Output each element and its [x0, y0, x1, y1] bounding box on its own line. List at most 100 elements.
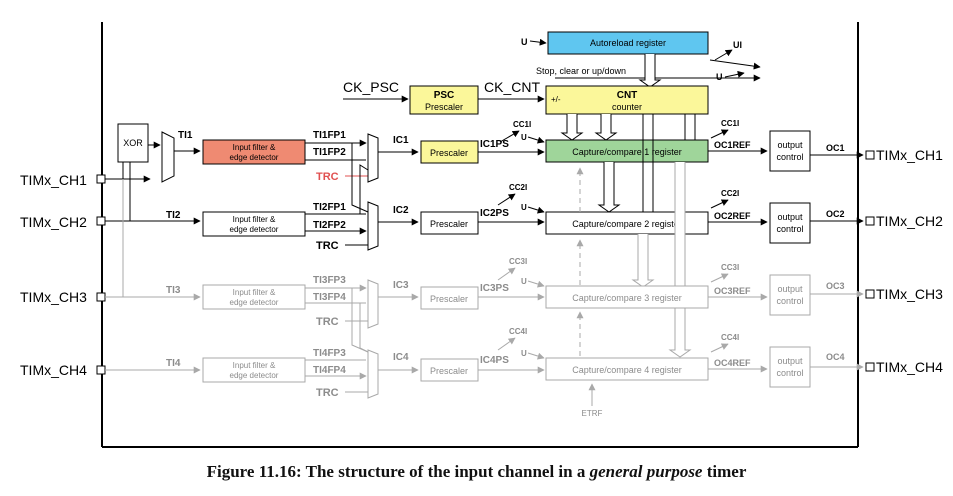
channel-4: TI4 Input filter & edge detector TI4FP3 …: [105, 288, 943, 418]
ti1-mux: [161, 131, 175, 183]
u-update-label: U: [716, 72, 723, 82]
ti4-label: TI4: [166, 358, 181, 369]
ck-psc-label: CK_PSC: [343, 79, 399, 95]
oc3-label: OC3: [826, 281, 845, 291]
ic1-mux: [367, 133, 379, 183]
ti2fp2-label: TI2FP2: [313, 220, 346, 231]
trc-red-label: TRC: [316, 171, 339, 183]
ch3-filter-line2: edge detector: [230, 298, 279, 307]
cc3i-out-label: CC3I: [721, 263, 739, 272]
cc2i-out-label: CC2I: [721, 189, 739, 198]
oc1-label: OC1: [826, 143, 845, 153]
ti3fp4-label: TI3FP4: [313, 292, 346, 303]
stop-clear-label: Stop, clear or up/down: [536, 66, 626, 76]
cnt-plus-minus: +/-: [551, 95, 561, 104]
autoreload-register-box: [547, 31, 709, 55]
ch1-prescaler-label: Prescaler: [430, 148, 468, 158]
ch2-u-label: U: [521, 203, 527, 212]
counter-section: Autoreload register U UI Stop, clear or …: [343, 31, 761, 115]
ti2-label: TI2: [166, 210, 181, 221]
input-pins: TIMx_CH1 TIMx_CH2 TIMx_CH3 TIMx_CH4: [20, 172, 106, 378]
pin-ch3: TIMx_CH3: [20, 289, 87, 305]
oc2-label: OC2: [826, 209, 845, 219]
ch1-filter-line1: Input filter &: [233, 143, 276, 152]
ic3ps-label: IC3PS: [480, 283, 509, 294]
xor-label: XOR: [123, 138, 143, 148]
oc1-line2: control: [776, 152, 803, 162]
ic1-label: IC1: [393, 135, 409, 146]
cc1i-out-label: CC1I: [721, 119, 739, 128]
ck-cnt-label: CK_CNT: [484, 79, 540, 95]
ic3-mux: [367, 279, 379, 329]
cc4i-label: CC4I: [509, 327, 527, 336]
out-pin-ch1: TIMx_CH1: [876, 147, 943, 163]
autoreload-to-cnt-arrow: [638, 54, 662, 88]
oc1-line1: output: [777, 140, 803, 150]
autoreload-register-label: Autoreload register: [590, 38, 666, 48]
ti2fp1-label: TI2FP1: [313, 202, 346, 213]
ui-label: UI: [733, 40, 742, 50]
ic3-label: IC3: [393, 280, 409, 291]
oc2-line1: output: [777, 212, 803, 222]
cc1-register-label: Capture/compare 1 register: [572, 147, 682, 157]
ch4-filter-line1: Input filter &: [233, 361, 276, 370]
ic2-label: IC2: [393, 205, 409, 216]
caption-emphasis: general purpose: [589, 462, 703, 481]
ch2-input-filter: [202, 211, 306, 237]
psc-prescaler-box: [409, 85, 479, 115]
autoreload-u-label: U: [521, 37, 528, 47]
xor-box: [117, 123, 149, 163]
ch2-filter-line2: edge detector: [230, 225, 279, 234]
ch2-filter-line1: Input filter &: [233, 215, 276, 224]
cc2i-label: CC2I: [509, 183, 527, 192]
ic1ps-label: IC1PS: [480, 139, 509, 150]
cc3-register-label: Capture/compare 3 register: [572, 293, 682, 303]
psc-subtitle: Prescaler: [425, 102, 463, 112]
figure-caption: Figure 11.16: The structure of the input…: [0, 462, 953, 482]
ch2-prescaler: [420, 211, 479, 235]
cc2-register-label: Capture/compare 2 register: [572, 219, 682, 229]
cc3i-label: CC3I: [509, 257, 527, 266]
ti1-label: TI1: [178, 130, 193, 141]
oc4-line1: output: [777, 356, 803, 366]
ch1-u-label: U: [521, 133, 527, 142]
ti1fp1-label: TI1FP1: [313, 130, 346, 141]
cnt-counter-box: [545, 85, 709, 115]
oc3-output-control: [769, 274, 811, 316]
oc1ref-label: OC1REF: [714, 140, 751, 150]
cnt-register-links-gray: [576, 162, 692, 358]
ti1fp2-label: TI1FP2: [313, 147, 346, 158]
timer-boundary: [101, 22, 859, 448]
ch3-prescaler: [420, 286, 479, 310]
pin-ch2: TIMx_CH2: [20, 214, 87, 230]
oc2-output-control: [769, 202, 811, 244]
ch4-filter-line2: edge detector: [230, 371, 279, 380]
ch1-filter-line2: edge detector: [230, 153, 279, 162]
channel-3: TI3 Input filter & edge detector TI3FP3 …: [105, 179, 943, 353]
ic4ps-label: IC4PS: [480, 355, 509, 366]
ic4-mux: [367, 349, 379, 399]
pin-ch4: TIMx_CH4: [20, 362, 87, 378]
timer-block-diagram: Autoreload register U UI Stop, clear or …: [20, 22, 943, 448]
oc4ref-label: OC4REF: [714, 358, 751, 368]
ti4fp3-label: TI4FP3: [313, 348, 346, 359]
ti3fp3-label: TI3FP3: [313, 275, 346, 286]
ic2ps-label: IC2PS: [480, 208, 509, 219]
ch3-input-filter: [202, 284, 306, 310]
caption-suffix: timer: [702, 462, 747, 481]
oc4-output-control: [769, 346, 811, 388]
channel-2: TI2 Input filter & edge detector TI2FP1 …: [105, 143, 943, 252]
ch2-trc-label: TRC: [316, 240, 339, 252]
ti3-label: TI3: [166, 285, 181, 296]
caption-prefix: Figure 11.16: The structure of the input…: [206, 462, 590, 481]
psc-title: PSC: [434, 90, 455, 101]
ti4fp4-label: TI4FP4: [313, 365, 346, 376]
ic4-label: IC4: [393, 352, 409, 363]
ch3-prescaler-label: Prescaler: [430, 294, 468, 304]
oc3-line1: output: [777, 284, 803, 294]
ic2-mux: [367, 201, 379, 251]
cnt-register-links: [560, 114, 696, 213]
oc4-label: OC4: [826, 352, 845, 362]
cnt-subtitle: counter: [612, 102, 642, 112]
etrf-label: ETRF: [582, 409, 603, 418]
